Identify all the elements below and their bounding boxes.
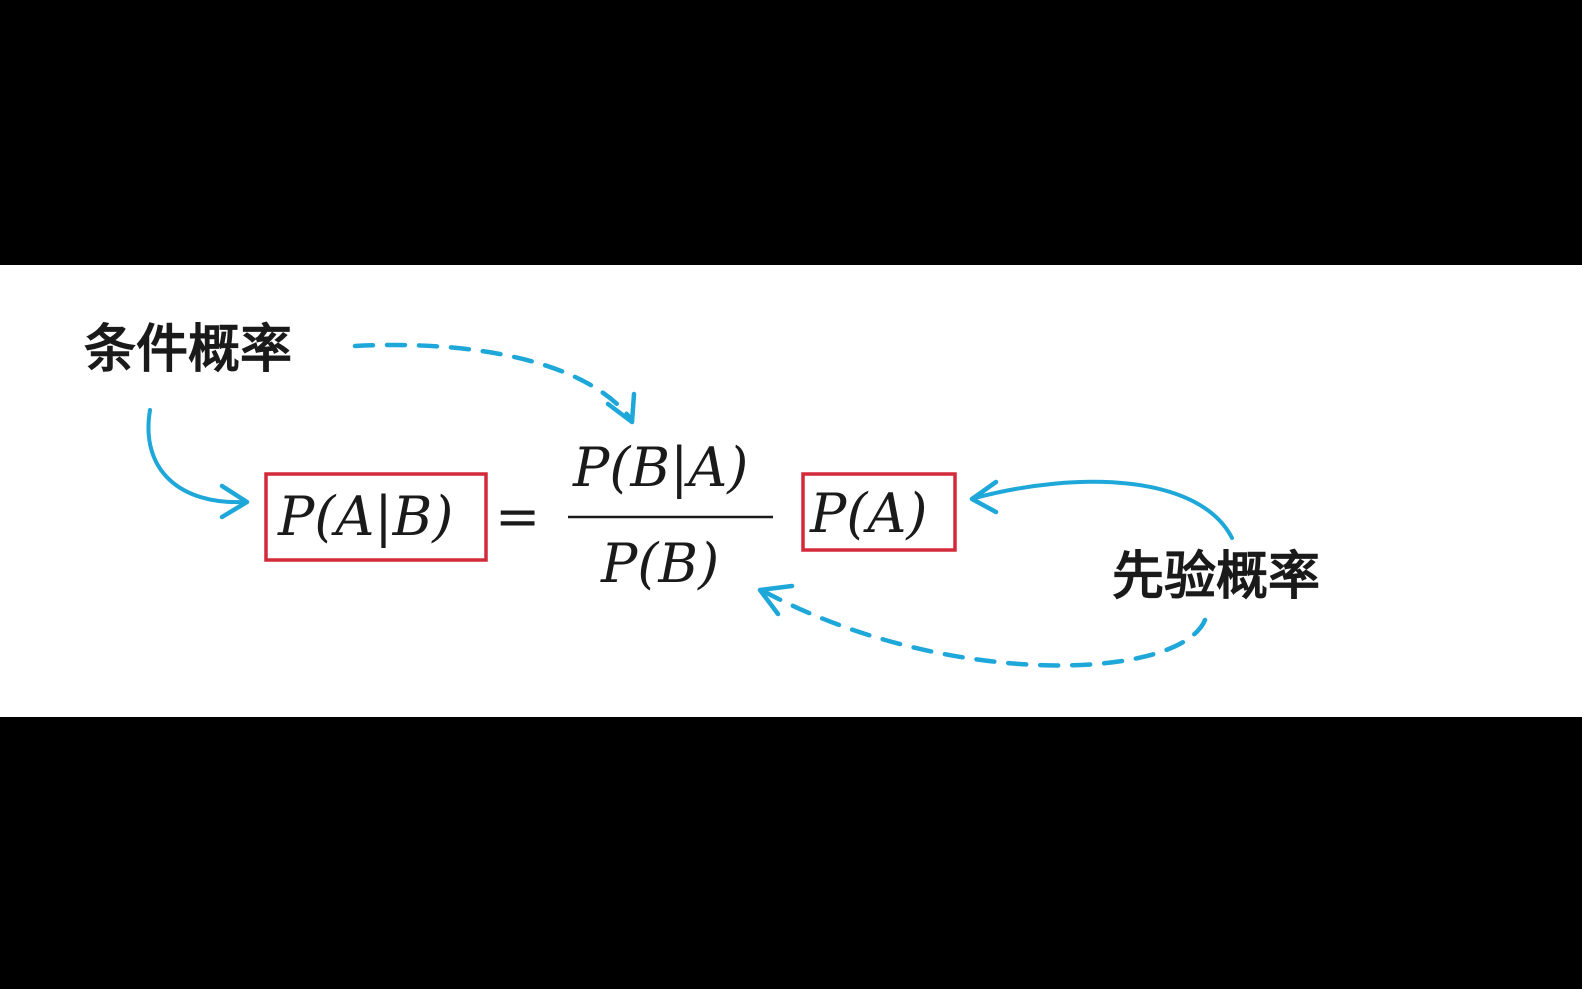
prior-highlight-box [801, 472, 957, 552]
equals-sign: = [495, 485, 540, 548]
prior-probability-label: 先验概率 [1112, 547, 1320, 607]
solid-arrow-to-lhs-head [219, 483, 250, 520]
conditional-probability-label: 条件概率 [84, 320, 292, 380]
lhs-highlight-box [264, 472, 488, 562]
denominator-term: P(B) [600, 532, 719, 595]
solid-arrow-to-prior-head [969, 479, 999, 515]
formula-panel [0, 265, 1582, 717]
dashed-arrow-to-numerator-head [605, 391, 637, 425]
dashed-arrow-to-numerator [352, 342, 633, 421]
solid-arrow-to-prior [973, 479, 1234, 540]
dashed-arrow-to-denominator-head [757, 583, 795, 617]
solid-arrow-to-lhs [146, 408, 247, 505]
lhs-term: P(A|B) [277, 485, 453, 548]
multiplier-term: P(A) [809, 482, 927, 545]
numerator-term: P(B|A) [572, 436, 748, 499]
dashed-arrow-to-denominator [762, 589, 1208, 668]
